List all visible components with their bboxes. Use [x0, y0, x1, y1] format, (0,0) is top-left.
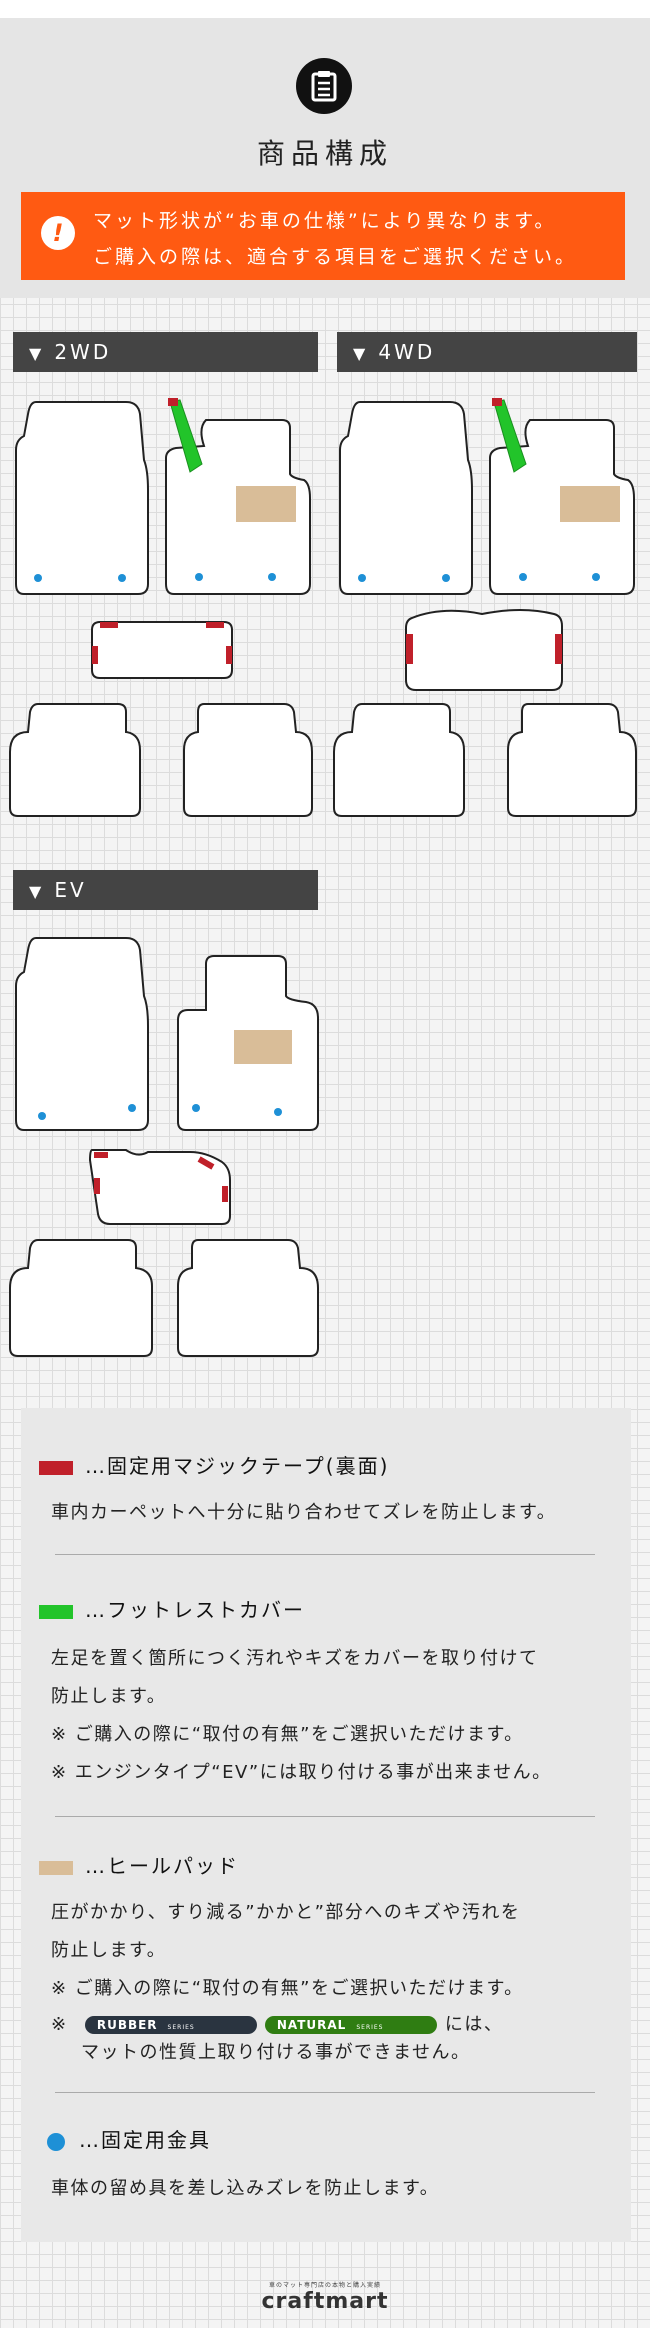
notice-line-2: ご購入の際は、適合する項目をご選択ください。: [93, 246, 578, 268]
mat-4wd-driver: [339, 401, 473, 595]
triangle-down-icon: ▼: [29, 882, 45, 901]
fastener-dot: [128, 1104, 136, 1112]
heel-pad: [560, 486, 620, 522]
divider: [55, 1554, 595, 1555]
mat-ev-rear-left: [9, 1239, 153, 1357]
footer-logo: 車のマット専門店の本物と購入実績 craftmart: [0, 2280, 650, 2314]
fastener-dot: [274, 1108, 282, 1116]
legend-magic-tape-title: …固定用マジックテープ(裏面): [39, 1450, 389, 1479]
fastener-dot: [195, 573, 203, 581]
section-bar-4wd: ▼ 4WD: [337, 332, 637, 372]
clipboard-icon: [296, 58, 352, 114]
divider: [55, 1816, 595, 1817]
mat-ev-center: [88, 1149, 231, 1225]
mat-2wd-rear-right: [183, 703, 313, 817]
magic-tape: [168, 398, 178, 406]
legend-heelpad-note-1: ※ ご購入の際に“取付の有無”をご選択いただけます。: [51, 1978, 524, 1999]
magic-tape: [222, 1186, 228, 1202]
legend-heelpad-text-2: 防止します。: [51, 1940, 167, 1961]
heel-pad: [236, 486, 296, 522]
mat-4wd-rear-right: [507, 703, 637, 817]
fastener-dot: [442, 574, 450, 582]
magic-tape: [92, 646, 98, 664]
mat-4wd-rear-left: [333, 703, 465, 817]
legend-heelpad-title: …ヒールパッド: [39, 1850, 239, 1879]
legend-magic-tape-text: 車内カーペットへ十分に貼り合わせてズレを防止します。: [51, 1502, 557, 1523]
fastener-dot: [519, 573, 527, 581]
legend-fastener-title: …固定用金具: [39, 2124, 211, 2153]
mat-4wd-passenger: [489, 398, 635, 595]
magic-tape: [94, 1152, 108, 1158]
magic-tape: [492, 398, 502, 406]
section-label-2wd: 2WD: [54, 340, 112, 364]
magic-tape: [406, 634, 413, 664]
notice-line-1: マット形状が“お車の仕様”により異なります。: [93, 210, 557, 232]
section-label-ev: EV: [54, 878, 87, 902]
exclamation-icon: !: [41, 216, 75, 250]
legend-footrest-note-1: ※ ご購入の際に“取付の有無”をご選択いただけます。: [51, 1724, 524, 1745]
footrest-swatch: [39, 1604, 73, 1619]
fastener-dot: [268, 573, 276, 581]
fastener-swatch: [47, 2132, 65, 2151]
legend-footrest-text-2: 防止します。: [51, 1686, 167, 1707]
notice-banner: ! マット形状が“お車の仕様”により異なります。 ご購入の際は、適合する項目をご…: [21, 192, 625, 280]
page-title: 商品構成: [256, 137, 393, 170]
footer-tagline: 車のマット専門店の本物と購入実績: [268, 2282, 381, 2289]
legend-heelpad-note-3: マットの性質上取り付ける事ができません。: [81, 2042, 471, 2063]
mat-2wd-rear-left: [9, 703, 141, 817]
section-bar-ev: ▼ EV: [13, 870, 318, 910]
magic-tape: [206, 622, 224, 628]
mat-2wd-driver: [15, 401, 149, 595]
mat-ev-rear-right: [177, 1239, 319, 1357]
brand-name: craftmart: [261, 2289, 389, 2314]
magic-tape: [94, 1178, 100, 1194]
legend-footrest-title: …フットレストカバー: [39, 1594, 305, 1623]
magic-tape: [226, 646, 232, 664]
legend-footrest-note-2: ※ エンジンタイプ“EV”には取り付ける事が出来ません。: [51, 1762, 552, 1783]
fastener-dot: [38, 1112, 46, 1120]
magic-tape: [100, 622, 118, 628]
section-bar-2wd: ▼ 2WD: [13, 332, 318, 372]
mat-ev-driver: [15, 937, 149, 1131]
legend-footrest-text-1: 左足を置く箇所につく汚れやキズをカバーを取り付けて: [51, 1648, 539, 1669]
fastener-dot: [34, 574, 42, 582]
fastener-dot: [358, 574, 366, 582]
heelpad-swatch: [39, 1860, 73, 1875]
legend-fastener-text: 車体の留め具を差し込みズレを防止します。: [51, 2178, 440, 2199]
divider: [55, 2092, 595, 2093]
section-label-4wd: 4WD: [378, 340, 436, 364]
magic-tape: [555, 634, 562, 664]
heel-pad: [234, 1030, 292, 1064]
mat-2wd-passenger: [165, 398, 311, 595]
mat-ev-passenger: [177, 955, 319, 1131]
magic-tape-swatch: [39, 1460, 73, 1475]
fastener-dot: [592, 573, 600, 581]
triangle-down-icon: ▼: [29, 344, 45, 363]
fastener-dot: [118, 574, 126, 582]
magic-tape: [197, 1156, 215, 1170]
fastener-dot: [192, 1104, 200, 1112]
legend-panel: …固定用マジックテープ(裏面) 車内カーペットへ十分に貼り合わせてズレを防止しま…: [21, 1408, 631, 2242]
triangle-down-icon: ▼: [353, 344, 369, 363]
mat-2wd-center: [91, 621, 233, 679]
mat-4wd-center: [405, 609, 563, 691]
legend-heelpad-text-1: 圧がかかり、すり減る”かかと”部分へのキズや汚れを: [51, 1902, 521, 1923]
